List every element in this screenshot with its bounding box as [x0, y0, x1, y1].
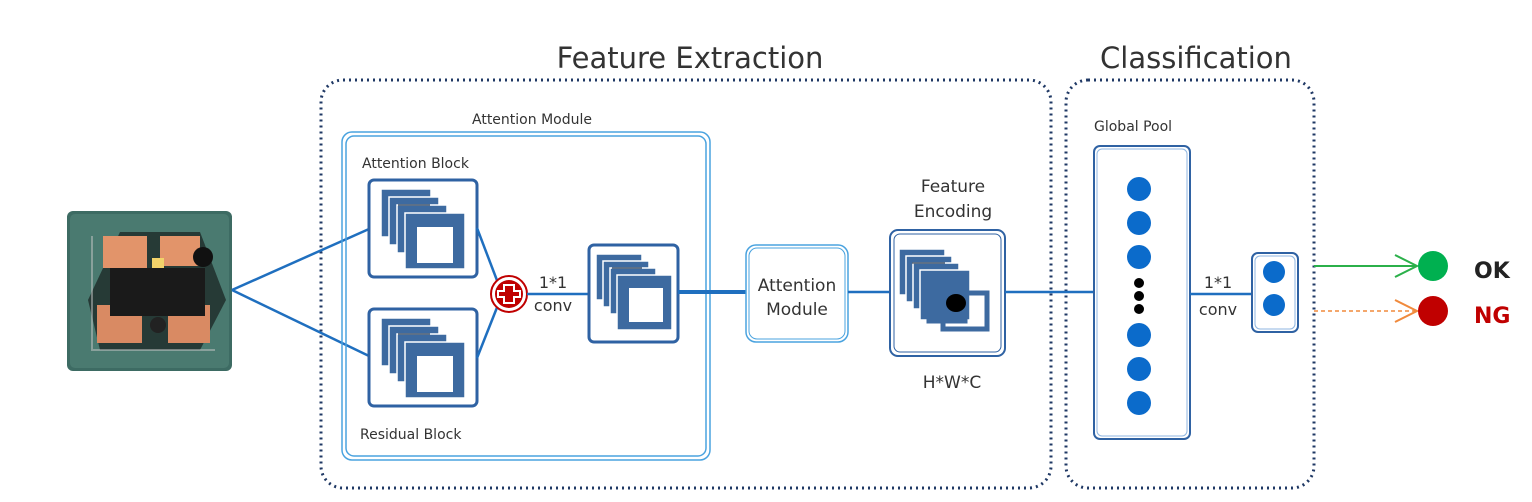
- feature-encoding-label-line2: Encoding: [914, 202, 992, 222]
- classification-title: Classification: [1100, 41, 1292, 75]
- attention-conv-label-line1: 1*1: [539, 273, 567, 292]
- feature-extraction-frame: [319, 78, 1053, 490]
- attention-to-add-line: [475, 227, 500, 284]
- ellipsis-dot: [1134, 278, 1144, 288]
- class-node: [1263, 261, 1285, 283]
- elementwise-add-icon: [490, 275, 528, 313]
- residual-to-add-line: [475, 304, 500, 359]
- ng-label: NG: [1474, 304, 1510, 329]
- classification-frame: [1064, 78, 1316, 490]
- input-chip-photo-icon: [67, 211, 232, 371]
- pool-node: [1127, 245, 1151, 269]
- ellipsis-dot: [1134, 304, 1144, 314]
- feature-extraction-title: Feature Extraction: [557, 41, 824, 75]
- pool-node: [1127, 177, 1151, 201]
- feature-encoding-label-line1: Feature: [921, 177, 985, 197]
- attention-conv-label-line2: conv: [534, 296, 572, 315]
- ng-indicator: [1418, 296, 1448, 326]
- class-node: [1263, 294, 1285, 316]
- ellipsis-dot: [1134, 291, 1144, 301]
- merged-feature-block: [587, 243, 680, 344]
- attention-module-label: Attention Module: [472, 112, 592, 128]
- attention-module-container: [341, 131, 711, 461]
- ok-indicator: [1418, 251, 1448, 281]
- residual-block-label: Residual Block: [360, 427, 462, 443]
- pool-node: [1127, 357, 1151, 381]
- residual-block: [367, 307, 479, 408]
- ok-label: OK: [1474, 259, 1511, 284]
- pool-node: [1127, 391, 1151, 415]
- global-pool-nodes: [1127, 177, 1151, 415]
- input-to-attention-block-line: [231, 227, 370, 292]
- pool-node: [1127, 211, 1151, 235]
- pool-node: [1127, 323, 1151, 347]
- feature-encoding-block: [889, 229, 1006, 357]
- input-to-residual-block-line: [231, 288, 370, 358]
- attention-module-box: [745, 244, 849, 343]
- classifier-conv-label-line2: conv: [1199, 300, 1237, 319]
- classifier-output-block: [1251, 252, 1299, 333]
- classifier-conv-label-line1: 1*1: [1204, 273, 1232, 292]
- attention-block: [367, 178, 479, 279]
- feature-encoding-shape-label: H*W*C: [923, 373, 981, 393]
- global-pool-label: Global Pool: [1094, 119, 1172, 135]
- attention-block-label: Attention Block: [362, 156, 470, 172]
- attention-module-box-line2: Module: [766, 300, 828, 320]
- attention-module-box-line1: Attention: [758, 276, 836, 296]
